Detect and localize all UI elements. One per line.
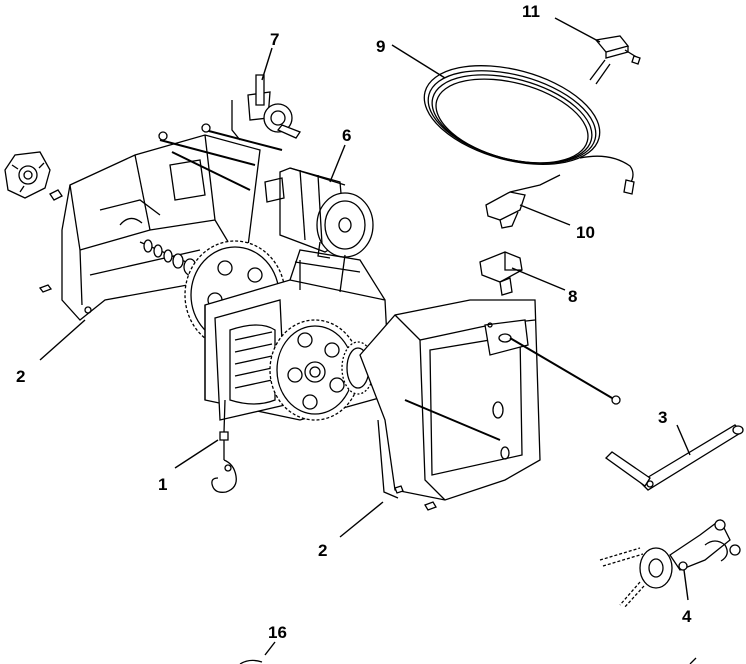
clutch-lever: [231, 74, 301, 141]
cable-hook: [211, 399, 237, 493]
callout-9: 9: [376, 37, 385, 56]
tie-rods-right: [404, 337, 621, 441]
callout-10: 10: [576, 223, 595, 242]
callout-1: 1: [158, 475, 167, 494]
callout-11: 11: [522, 2, 540, 21]
coiled-cable: [423, 59, 635, 195]
right-housing: [359, 299, 541, 511]
callout-6: 6: [342, 126, 351, 145]
callout-2-left: 2: [16, 367, 25, 386]
callout-2-right: 2: [318, 541, 327, 560]
tie-rods-left: [139, 123, 283, 276]
callout-3: 3: [658, 408, 667, 427]
spring-washers: [143, 239, 197, 276]
pulley-block: [599, 519, 741, 609]
callout-7: 7: [270, 30, 279, 49]
part-16-fragment: [239, 657, 697, 664]
plug-connector: [594, 35, 641, 65]
callout-8: 8: [568, 287, 577, 306]
drum-gear: [269, 319, 361, 421]
crank-handle: [604, 424, 744, 491]
callout-labels: 1 2 2 3 4 6 7 8 9 10 11 16: [16, 2, 692, 642]
switch-bracket: [479, 251, 523, 296]
callout-4: 4: [682, 607, 692, 626]
hand-wheel: [4, 151, 63, 293]
callout-16: 16: [268, 623, 287, 642]
motor: [264, 167, 374, 259]
leader-lines: [39, 17, 691, 656]
remote-handle: [485, 174, 561, 229]
